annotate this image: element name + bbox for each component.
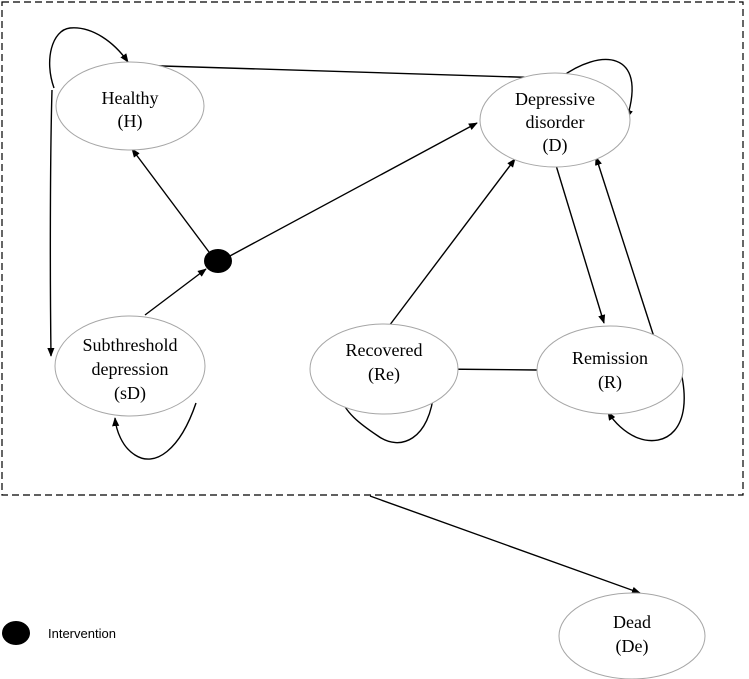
edge-to-dead [369,495,641,594]
dead-abbrev: (De) [616,636,649,657]
edge-remission-self-loop [607,371,685,442]
depressive-disorder-ellipse [479,72,631,168]
recovered-ellipse [309,323,459,415]
legend-intervention-marker [2,621,30,645]
state-recovered: Recovered (Re) [309,323,459,415]
state-remission: Remission (R) [536,325,684,415]
edge-healthy-to-subthreshold [47,89,55,357]
legend-intervention-label: Intervention [48,626,116,641]
healthy-abbrev: (H) [118,111,143,132]
edge-subthreshold-to-intervention [144,268,207,316]
intervention-node [204,249,232,273]
remission-label: Remission [572,348,648,368]
state-dead: Dead (De) [558,592,706,679]
dead-label: Dead [613,612,651,632]
edge-depressive-to-remission [554,161,606,324]
recovered-label: Recovered [346,340,423,360]
edges [47,27,685,594]
edge-healthy-self-loop [49,27,129,89]
recovered-abbrev: (Re) [368,364,400,385]
remission-ellipse [536,325,684,415]
edge-healthy-to-depressive [129,64,549,82]
depressive-abbrev: (D) [543,135,568,156]
subthreshold-label-line2: depression [92,359,169,379]
edge-recovered-self-loop [338,389,435,444]
subthreshold-abbrev: (sD) [114,383,146,404]
edge-subthreshold-self-loop [112,402,197,460]
legend: Intervention [2,621,116,645]
depressive-label-line1: Depressive [515,89,595,109]
edge-intervention-to-healthy [131,148,210,253]
state-healthy: Healthy (H) [55,61,205,151]
subthreshold-ellipse [54,315,206,417]
dead-ellipse [558,592,706,679]
healthy-ellipse [55,61,205,151]
depressive-label-line2: disorder [526,112,585,132]
state-subthreshold-depression: Subthreshold depression (sD) [54,315,206,417]
state-depressive-disorder: Depressive disorder (D) [479,72,631,168]
subthreshold-label-line1: Subthreshold [82,335,177,355]
edge-intervention-to-depressive [227,122,478,258]
remission-abbrev: (R) [598,372,622,393]
edge-remission-to-depressive [595,156,655,338]
edge-depressive-self-loop [559,58,633,119]
edge-recovered-to-depressive [385,158,516,331]
healthy-label: Healthy [102,88,159,108]
